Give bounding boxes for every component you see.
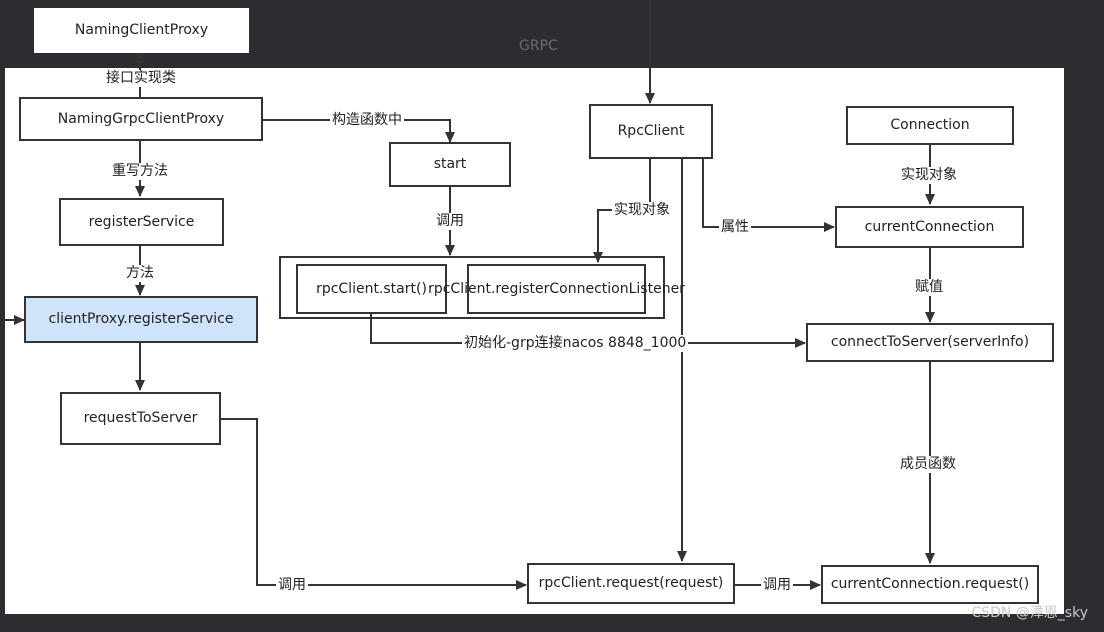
group-rpc-client-calls xyxy=(279,256,665,319)
node-connection: Connection xyxy=(846,106,1014,145)
node-rpc-client-start: rpcClient.start() xyxy=(296,264,447,314)
watermark: CSDN @漳恩_sky xyxy=(971,605,1088,621)
node-register-service: registerService xyxy=(59,198,224,246)
node-connect-to-server: connectToServer(serverInfo) xyxy=(806,323,1054,362)
label-property: 属性 xyxy=(719,219,751,236)
edge-property xyxy=(702,159,835,232)
label-call-start: 调用 xyxy=(434,213,466,230)
label-member-function: 成员函数 xyxy=(898,456,958,473)
node-current-connection-request: currentConnection.request() xyxy=(821,565,1039,604)
label-interface-impl: 接口实现类 xyxy=(104,70,178,87)
node-naming-grpc-client-proxy: NamingGrpcClientProxy xyxy=(19,97,263,141)
label-in-constructor: 构造函数中 xyxy=(330,112,404,129)
node-rpc-client: RpcClient xyxy=(589,104,713,159)
node-current-connection: currentConnection xyxy=(835,206,1024,248)
node-naming-client-proxy: NamingClientProxy xyxy=(34,8,249,53)
label-override-method: 重写方法 xyxy=(110,163,170,180)
node-rpc-client-request: rpcClient.request(request) xyxy=(527,563,735,604)
label-impl-object-rpc: 实现对象 xyxy=(612,202,672,219)
label-impl-object-conn: 实现对象 xyxy=(899,167,959,184)
node-request-to-server: requestToServer xyxy=(60,392,221,445)
background-label: GRPC xyxy=(519,38,558,54)
label-assign: 赋值 xyxy=(913,279,945,296)
node-rpc-client-register-listener: rpcClient.registerConnectionListener xyxy=(428,264,685,314)
label-method: 方法 xyxy=(124,265,156,282)
edge-constructor xyxy=(263,119,455,143)
label-call-conn-request: 调用 xyxy=(761,577,793,594)
node-start: start xyxy=(389,142,511,187)
node-client-proxy-register-service: clientProxy.registerService xyxy=(24,296,258,343)
edge-call-request xyxy=(221,418,527,590)
label-init-connect: 初始化-grp连接nacos 8848_1000 xyxy=(462,335,689,352)
label-call-request: 调用 xyxy=(276,577,308,594)
